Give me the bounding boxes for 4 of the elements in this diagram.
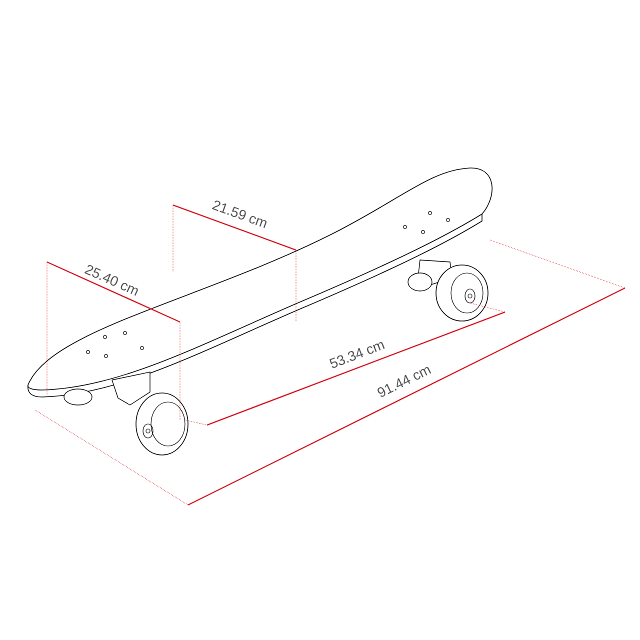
dimension-label: 53.34 cm xyxy=(329,342,385,368)
dimension-label: 25.40 cm xyxy=(84,265,138,296)
dimension-label: 91.44 cm xyxy=(378,367,432,397)
dimension-label: 21.59 cm xyxy=(212,200,267,228)
